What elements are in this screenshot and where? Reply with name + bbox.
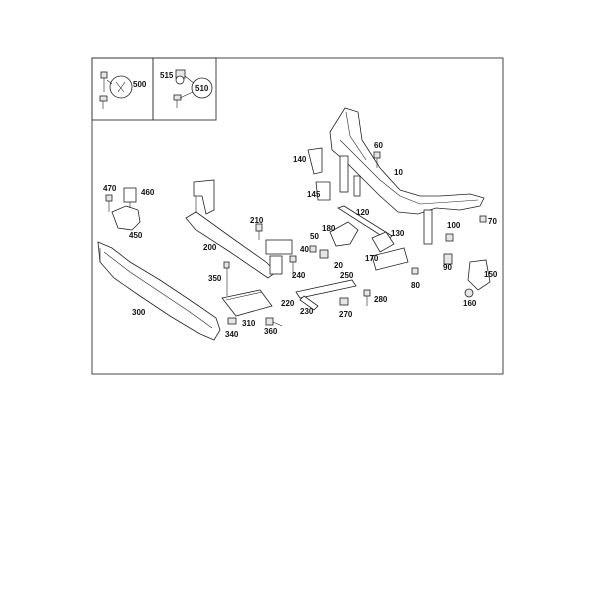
left-bracket-assembly	[105, 187, 141, 231]
callout-145: 145	[307, 190, 321, 199]
callout-250: 250	[340, 271, 354, 280]
callout-60: 60	[374, 141, 383, 150]
callout-40: 40	[300, 245, 309, 254]
callout-300: 300	[132, 308, 146, 317]
callout-160: 160	[463, 299, 477, 308]
callout-90: 90	[443, 263, 452, 272]
callout-120: 120	[356, 208, 370, 217]
lock-carrier	[185, 179, 293, 279]
callout-220: 220	[281, 299, 295, 308]
inset-right-parts	[173, 69, 213, 108]
callout-310: 310	[242, 319, 256, 328]
inset-box-right	[152, 57, 217, 121]
callout-280: 280	[374, 295, 388, 304]
callout-230: 230	[300, 307, 314, 316]
callout-360: 360	[264, 327, 278, 336]
bumper-beam	[97, 241, 221, 341]
callout-200: 200	[203, 243, 217, 252]
upper-crossmember	[337, 205, 393, 241]
strips	[295, 247, 409, 299]
inset-left-parts	[99, 71, 133, 109]
bracket-220	[221, 289, 273, 317]
callout-70: 70	[488, 217, 497, 226]
callout-240: 240	[292, 271, 306, 280]
callout-450: 450	[129, 231, 143, 240]
callout-500: 500	[133, 80, 147, 89]
radiator-support-frame	[329, 107, 485, 245]
callout-150: 150	[484, 270, 498, 279]
center-brackets	[329, 221, 395, 253]
bracket-150	[467, 259, 491, 291]
callout-10: 10	[394, 168, 403, 177]
callout-140: 140	[293, 155, 307, 164]
callout-170: 170	[365, 254, 379, 263]
callout-515: 515	[160, 71, 174, 80]
callout-460: 460	[141, 188, 155, 197]
callout-210: 210	[250, 216, 264, 225]
bracket-140-145	[307, 147, 331, 201]
callout-130: 130	[391, 229, 405, 238]
callout-100: 100	[447, 221, 461, 230]
callout-180: 180	[322, 224, 336, 233]
callout-20: 20	[334, 261, 343, 270]
fasteners	[223, 151, 487, 327]
callout-50: 50	[310, 232, 319, 241]
callout-510: 510	[195, 84, 209, 93]
callout-470: 470	[103, 184, 117, 193]
callout-80: 80	[411, 281, 420, 290]
callout-270: 270	[339, 310, 353, 319]
callout-350: 350	[208, 274, 222, 283]
callout-340: 340	[225, 330, 239, 339]
diagram-frame	[91, 57, 504, 375]
